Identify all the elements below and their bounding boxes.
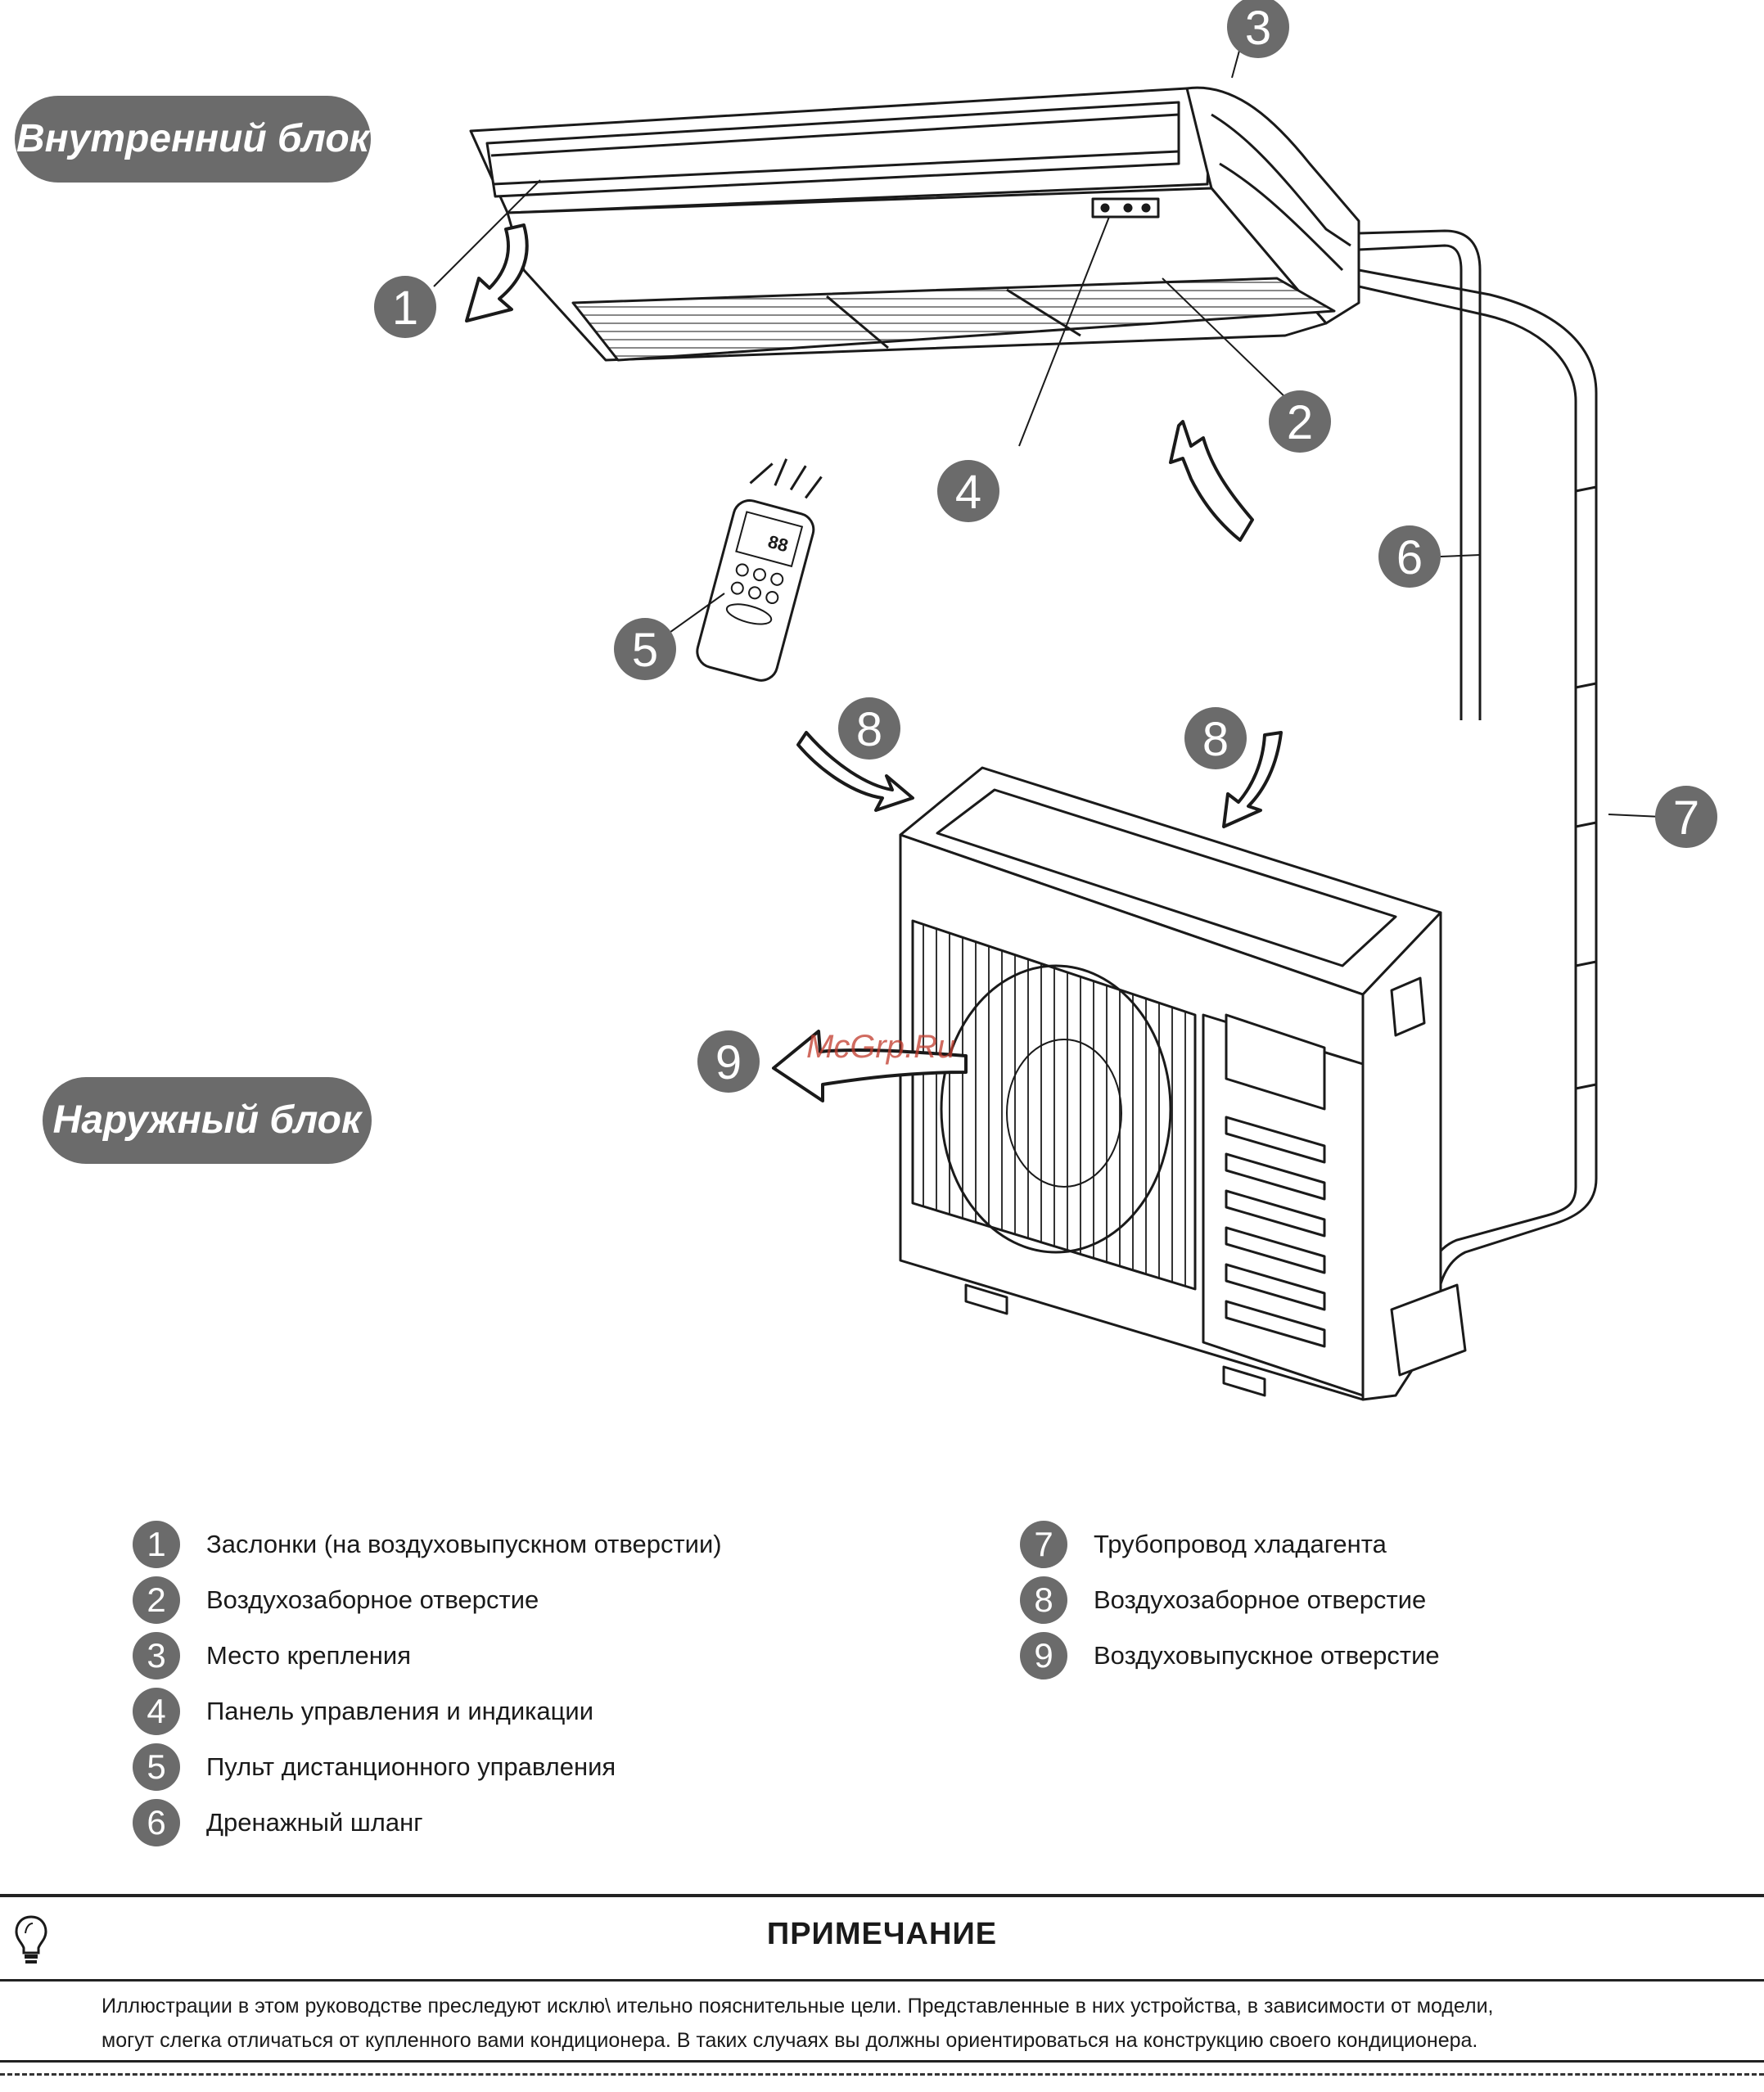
note-line-1: Иллюстрации в этом руководстве преследую… — [102, 1995, 1494, 2018]
callout-8a: 8 — [838, 697, 900, 760]
svg-text:8: 8 — [856, 703, 882, 756]
svg-text:2: 2 — [1287, 396, 1313, 449]
callout-8b: 8 — [1184, 707, 1247, 769]
callouts: 1 2 3 4 5 6 7 8 8 9 — [374, 0, 1717, 1093]
legend-text: Место крепления — [206, 1641, 411, 1670]
remote-control: 88 — [696, 458, 823, 682]
legend-left: 1 Заслонки (на воздуховыпускном отверстии… — [133, 1517, 722, 1851]
svg-text:9: 9 — [715, 1036, 742, 1089]
svg-text:4: 4 — [955, 466, 981, 519]
legend-right: 7 Трубопровод хладагента 8 Воздухозаборное… — [1020, 1517, 1440, 1684]
outdoor-outflow-arrow — [772, 1030, 968, 1102]
legend-text: Панель управления и индикации — [206, 1697, 594, 1725]
note-line-2: могут слегка отличаться от купленного ва… — [102, 2029, 1478, 2052]
svg-text:1: 1 — [392, 282, 418, 335]
indoor-unit — [469, 86, 1360, 362]
note-mid-rule — [0, 1979, 1764, 1982]
legend-text: Пульт дистанционного управления — [206, 1752, 616, 1781]
callout-1: 1 — [374, 276, 436, 338]
airflow-arrows — [465, 223, 1283, 1102]
svg-text:5: 5 — [632, 624, 658, 677]
outdoor-intake-arrow-2 — [1222, 731, 1283, 828]
legend-number: 6 — [133, 1799, 180, 1846]
legend-text: Воздухозаборное отверстие — [1094, 1585, 1427, 1614]
legend-text: Дренажный шланг — [206, 1808, 423, 1837]
legend-number: 2 — [133, 1576, 180, 1624]
legend-number: 7 — [1020, 1521, 1067, 1568]
legend-number: 3 — [133, 1632, 180, 1679]
svg-text:8: 8 — [1202, 713, 1229, 766]
callout-3: 3 — [1227, 0, 1289, 58]
note-top-rule — [0, 1894, 1764, 1897]
callout-5: 5 — [614, 618, 676, 680]
callout-7: 7 — [1655, 786, 1717, 848]
legend-number: 5 — [133, 1743, 180, 1791]
svg-text:3: 3 — [1245, 2, 1271, 55]
legend-number: 1 — [133, 1521, 180, 1568]
callout-6: 6 — [1378, 525, 1441, 588]
legend-item: 8 Воздухозаборное отверстие — [1020, 1572, 1440, 1628]
legend-item: 2 Воздухозаборное отверстие — [133, 1572, 722, 1628]
legend-item: 6 Дренажный шланг — [133, 1795, 722, 1851]
pipes — [1358, 229, 1598, 1302]
intake-arrow — [1169, 420, 1254, 542]
air-conditioner-diagram: 88 — [374, 0, 1717, 1401]
outdoor-unit — [899, 766, 1467, 1401]
legend-text: Заслонки (на воздуховыпускном отверстии) — [206, 1530, 722, 1558]
outflow-arrow — [465, 223, 529, 322]
callout-9: 9 — [697, 1030, 760, 1093]
legend-item: 4 Панель управления и индикации — [133, 1684, 722, 1739]
legend-number: 9 — [1020, 1632, 1067, 1679]
legend-item: 1 Заслонки (на воздуховыпускном отверстии… — [133, 1517, 722, 1572]
outdoor-unit-label: Наружный блок — [43, 1077, 372, 1164]
legend-item: 9 Воздуховыпускное отверстие — [1020, 1628, 1440, 1684]
lightbulb-icon — [15, 1915, 47, 1964]
svg-text:6: 6 — [1396, 531, 1423, 584]
legend-number: 8 — [1020, 1576, 1067, 1624]
indoor-unit-label: Внутренний блок — [15, 96, 371, 183]
legend-item: 3 Место крепления — [133, 1628, 722, 1684]
note-title: ПРИМЕЧАНИЕ — [766, 1917, 998, 1951]
legend-text: Воздухозаборное отверстие — [206, 1585, 539, 1614]
note-bottom-rule — [0, 2060, 1764, 2063]
page-dashed-rule — [0, 2073, 1764, 2076]
watermark: McGrp.Ru — [806, 1029, 955, 1065]
legend-text: Воздуховыпускное отверстие — [1094, 1641, 1440, 1670]
callout-2: 2 — [1269, 390, 1331, 453]
legend-text: Трубопровод хладагента — [1094, 1530, 1387, 1558]
note-text: Иллюстрации в этом руководстве преследую… — [102, 1989, 1698, 2058]
svg-text:7: 7 — [1673, 791, 1699, 845]
legend-item: 5 Пульт дистанционного управления — [133, 1739, 722, 1795]
outdoor-intake-arrow-1 — [796, 731, 914, 812]
callout-4: 4 — [937, 460, 999, 522]
legend-item: 7 Трубопровод хладагента — [1020, 1517, 1440, 1572]
legend-number: 4 — [133, 1688, 180, 1735]
